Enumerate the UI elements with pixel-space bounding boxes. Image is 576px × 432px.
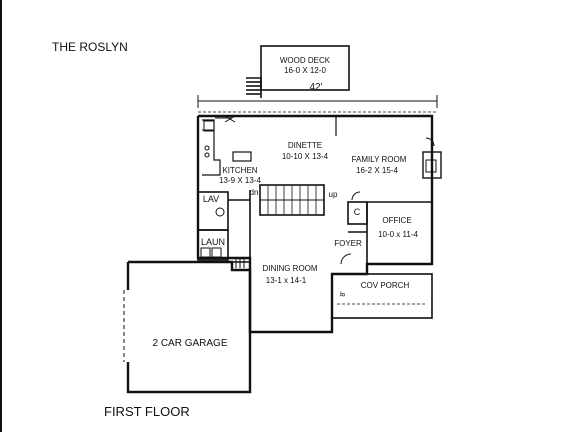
stair-down-label: dn xyxy=(250,188,259,197)
kitchen-name: KITCHEN xyxy=(222,166,257,175)
kitchen-sink xyxy=(203,120,215,132)
wood-deck-name: WOOD DECK xyxy=(280,56,331,65)
kitchen-size: 13-9 X 13-4 xyxy=(219,176,261,185)
left-edge-line xyxy=(0,0,2,432)
closet-label: C xyxy=(354,207,361,217)
garage-label: 2 CAR GARAGE xyxy=(152,338,227,349)
dining-room-size: 13-1 x 14-1 xyxy=(266,276,307,285)
covered-porch xyxy=(331,273,433,319)
stair-up-label: up xyxy=(329,190,338,199)
room-labels: WOOD DECK 16-0 X 12-0 42' DINETTE 10-10 … xyxy=(152,56,418,349)
lav-label: LAV xyxy=(203,194,219,204)
wood-deck-outline xyxy=(260,45,350,91)
laundry-label: LAUN xyxy=(201,237,225,247)
floor-caption: FIRST FLOOR xyxy=(104,404,190,419)
garage-outline xyxy=(126,260,252,394)
family-room-size: 16-2 X 15-4 xyxy=(356,166,398,175)
kitchen-counter xyxy=(202,119,221,176)
foyer-label: FOYER xyxy=(334,239,362,248)
plan-title: THE ROSLYN xyxy=(52,40,128,54)
cov-porch-label: COV PORCH xyxy=(361,281,410,290)
office-name: OFFICE xyxy=(382,216,411,225)
kitchen-island xyxy=(232,151,252,162)
wood-deck-size: 16-0 X 12-0 xyxy=(284,66,326,75)
dimension-width-label: 42' xyxy=(309,82,322,93)
dinette-size: 10-10 X 13-4 xyxy=(282,152,329,161)
fireplace xyxy=(422,151,442,179)
dinette-name: DINETTE xyxy=(288,141,322,150)
deck-stairs xyxy=(246,77,262,98)
family-room-name: FAMILY ROOM xyxy=(352,155,407,164)
porch-width-label: 8' xyxy=(340,291,347,296)
dining-room-name: DINING ROOM xyxy=(262,264,317,273)
office-size: 10-0 x 11-4 xyxy=(378,230,418,239)
closet xyxy=(347,201,368,225)
laundry-room xyxy=(197,229,229,261)
